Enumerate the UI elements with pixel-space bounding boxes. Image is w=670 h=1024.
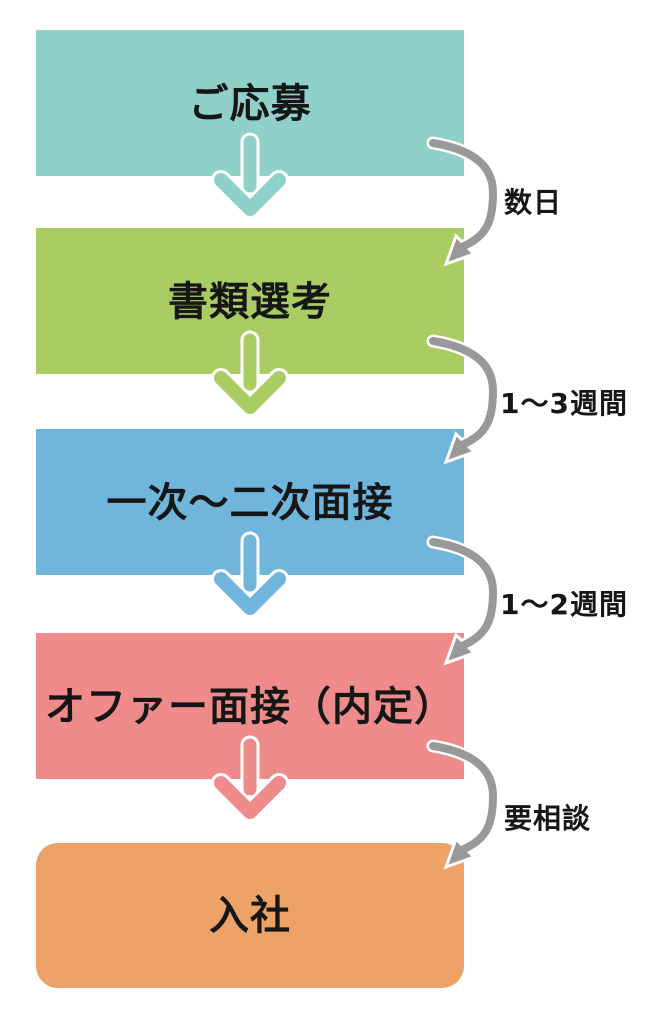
- step-label-joining: 入社: [209, 893, 291, 939]
- down-arrow-icon-4: [211, 735, 289, 822]
- curved-arrow-icon-4: [426, 739, 500, 870]
- curved-arrow-icon-1: [426, 136, 500, 267]
- down-arrow-icon-2: [211, 330, 289, 417]
- transition-label-4: 要相談: [504, 802, 591, 835]
- transition-label-2: 1〜3週間: [500, 387, 628, 420]
- step-label-offer-interview: オファー面接（内定）: [45, 684, 455, 730]
- step-label-document-screening: 書類選考: [168, 279, 332, 325]
- step-box-joining: [36, 843, 464, 988]
- transition-label-1: 数日: [504, 186, 562, 219]
- step-label-application: ご応募: [189, 81, 312, 127]
- step-label-interviews: 一次〜二次面接: [107, 480, 394, 526]
- down-arrow-icon-3: [211, 531, 289, 618]
- transition-label-3: 1〜2週間: [500, 588, 628, 621]
- curved-arrow-icon-3: [426, 535, 500, 666]
- down-arrow-icon-1: [211, 132, 289, 219]
- curved-arrow-icon-2: [426, 334, 500, 465]
